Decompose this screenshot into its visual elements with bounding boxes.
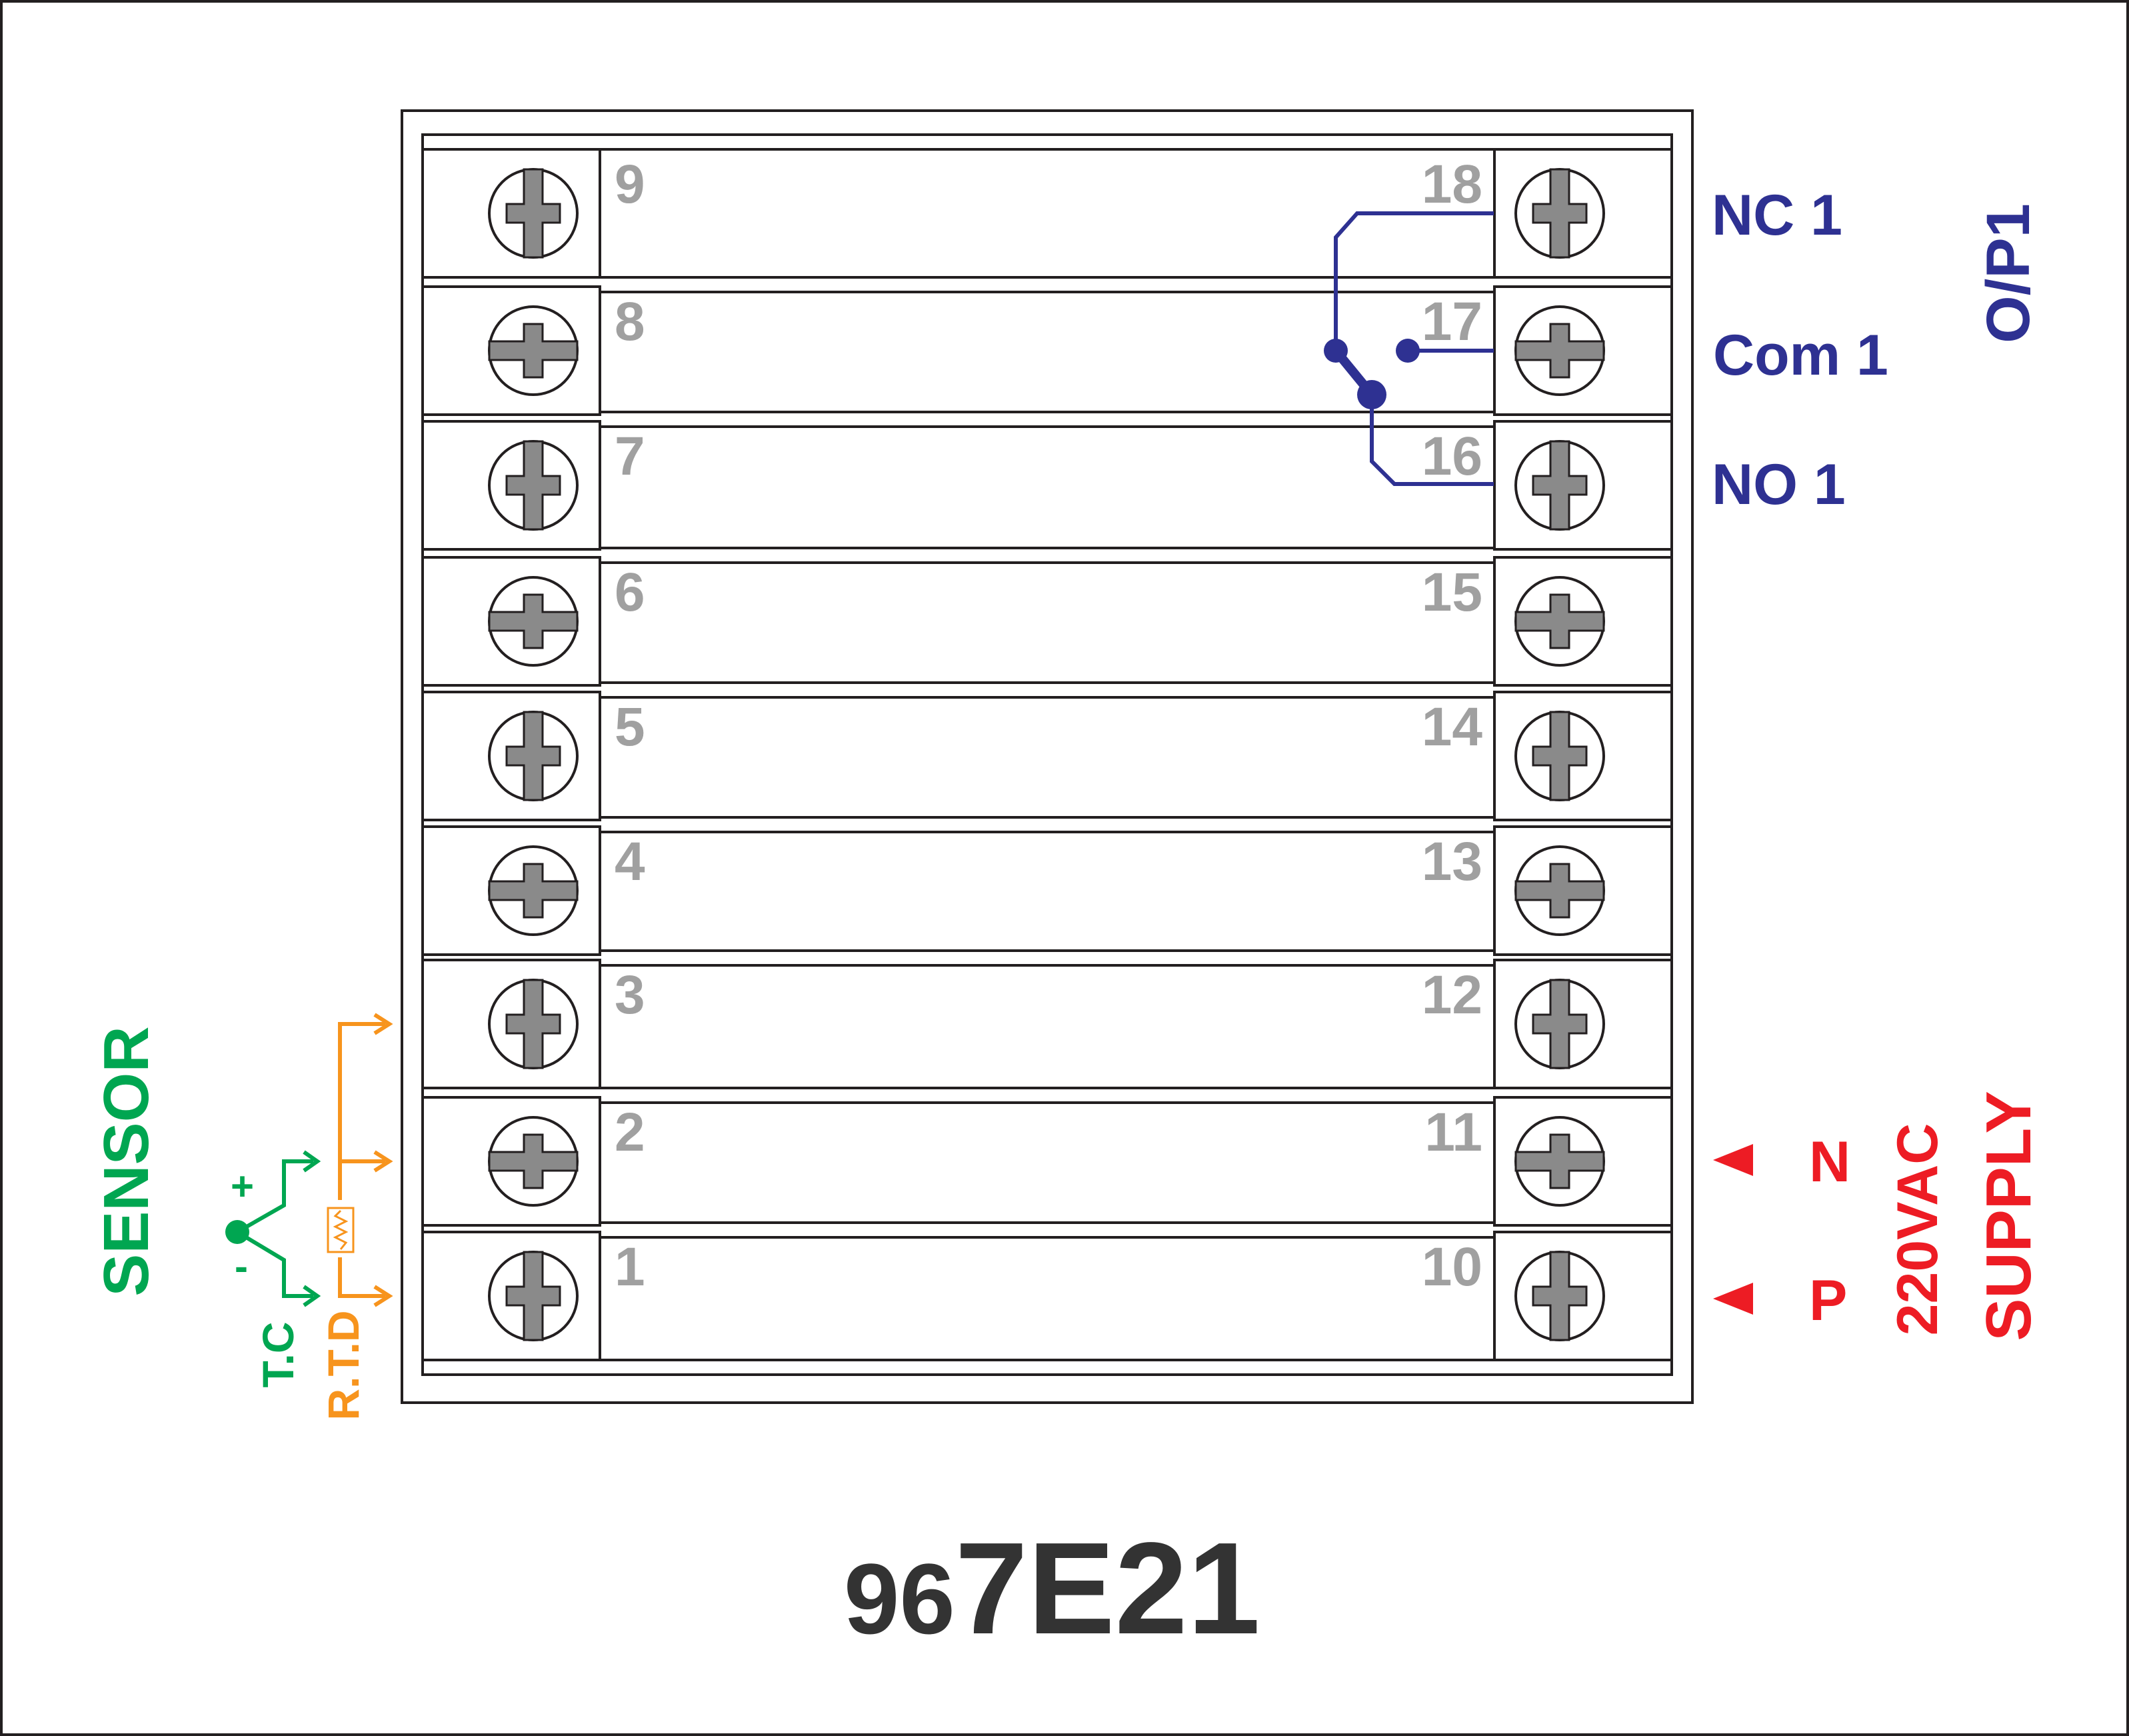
- sensor-title: SENSOR: [91, 1026, 162, 1296]
- tc-wire-minus: [236, 1230, 313, 1298]
- rtd-wiring: [327, 1013, 393, 1307]
- terminal-rail: [421, 1221, 1673, 1239]
- screw-slot-icon: [1514, 593, 1605, 649]
- supply-label: SUPPLY: [1973, 1091, 2044, 1341]
- screw-slot-icon: [488, 323, 579, 379]
- screw-slot-icon: [505, 168, 561, 259]
- tc-wiring: [236, 1150, 321, 1307]
- terminal-number: 12: [1422, 965, 1482, 1025]
- terminal-rail: [421, 949, 1673, 967]
- supply-arrows: [1713, 1144, 1753, 1315]
- tc-junction-dot: [225, 1220, 249, 1244]
- tc-plus-sign: +: [231, 1164, 254, 1209]
- rtd-arrowhead-2: [373, 1150, 393, 1173]
- terminal-rails: [421, 133, 1673, 1376]
- right-terminal-strip: [1493, 148, 1673, 1361]
- terminal-rail: [421, 816, 1673, 833]
- no1-label: NO 1: [1712, 453, 1846, 517]
- terminal-number: 13: [1422, 831, 1482, 892]
- terminal-number: 16: [1422, 426, 1482, 487]
- screw-slot-icon: [505, 1251, 561, 1341]
- terminal-rail: [421, 547, 1673, 564]
- screw-slot-icon: [488, 1133, 579, 1189]
- terminal-rail: [421, 681, 1673, 699]
- no-wire: [1370, 395, 1494, 486]
- relay-pivot-dot: [1324, 339, 1348, 363]
- supply-p-label: P: [1809, 1269, 1847, 1333]
- screw-slot-icon: [505, 711, 561, 801]
- screw-slot-icon: [1514, 863, 1605, 919]
- terminal-number: 1: [615, 1237, 645, 1297]
- model-suffix: 7E21: [955, 1515, 1260, 1661]
- model-number: 967E21: [844, 1515, 1260, 1661]
- nc-wire: [1334, 211, 1494, 351]
- n-arrow-head: [1713, 1144, 1753, 1176]
- rtd-arrowhead-1: [373, 1285, 393, 1307]
- tc-minus-sign: -: [235, 1244, 248, 1289]
- terminal-number: 8: [615, 291, 645, 352]
- relay-contacts: [1324, 339, 1420, 409]
- terminal-rail: [421, 276, 1673, 293]
- terminal-rail: [421, 1359, 1673, 1376]
- right-terminal-numbers: 18 17 16 15 14 13 12 11 10: [1422, 154, 1483, 1297]
- com1-label: Com 1: [1713, 323, 1888, 387]
- screw-slot-icon: [488, 863, 579, 919]
- terminal-number: 3: [615, 965, 645, 1025]
- relay-contact-dot: [1357, 380, 1386, 409]
- screw-slot-icon: [1532, 979, 1588, 1069]
- terminal-rail: [421, 1087, 1673, 1104]
- screw-slot-icon: [1514, 1133, 1605, 1189]
- output-group-label: O/P1: [1974, 203, 2042, 343]
- terminal-number: 15: [1422, 562, 1482, 623]
- screw-slot-icon: [1514, 323, 1605, 379]
- screw-slot-icon: [1532, 1251, 1588, 1341]
- left-terminal-strip: [421, 148, 601, 1361]
- rtd-wire-bottom: [338, 1257, 385, 1298]
- terminal-number: 6: [615, 562, 645, 623]
- rtd-resistor-zigzag: [333, 1209, 349, 1250]
- p-arrow-head: [1713, 1283, 1753, 1315]
- rtd-arrowhead-3: [373, 1013, 393, 1035]
- terminal-rail: [421, 411, 1673, 428]
- terminal-number: 10: [1422, 1237, 1482, 1297]
- relay-com-dot: [1396, 339, 1420, 363]
- screw-slot-icon: [505, 440, 561, 531]
- supply-n-label: N: [1809, 1130, 1850, 1194]
- nc1-label: NC 1: [1712, 183, 1842, 247]
- terminal-number: 5: [615, 697, 645, 757]
- terminal-number: 11: [1424, 1102, 1482, 1163]
- model-prefix: 96: [844, 1543, 955, 1655]
- screw-slot-icon: [505, 979, 561, 1069]
- supply-voltage-label: 220VAC: [1886, 1123, 1950, 1336]
- left-terminal-numbers: 9 8 7 6 5 4 3 2 1: [615, 154, 645, 1297]
- screw-slot-icon: [1532, 168, 1588, 259]
- tc-wire-plus: [236, 1159, 313, 1234]
- screw-slot-icon: [488, 593, 579, 649]
- controller-housing: [401, 109, 1694, 1404]
- tc-arrowhead-plus: [303, 1150, 321, 1173]
- terminal-number: 2: [615, 1102, 645, 1163]
- terminal-number: 9: [615, 154, 645, 215]
- terminal-rail: [421, 133, 1673, 151]
- tc-label: T.C: [253, 1322, 303, 1388]
- terminal-number: 7: [615, 426, 645, 487]
- rtd-wire-top: [338, 1022, 385, 1200]
- terminal-number: 18: [1422, 154, 1482, 215]
- screw-slot-icon: [1532, 711, 1588, 801]
- tc-arrowhead-minus: [303, 1285, 321, 1307]
- terminal-number: 14: [1422, 697, 1483, 757]
- rtd-label: R.T.D: [319, 1311, 368, 1421]
- screw-slot-icon: [1532, 440, 1588, 531]
- terminal-number: 4: [615, 831, 645, 892]
- terminal-number: 17: [1422, 291, 1482, 352]
